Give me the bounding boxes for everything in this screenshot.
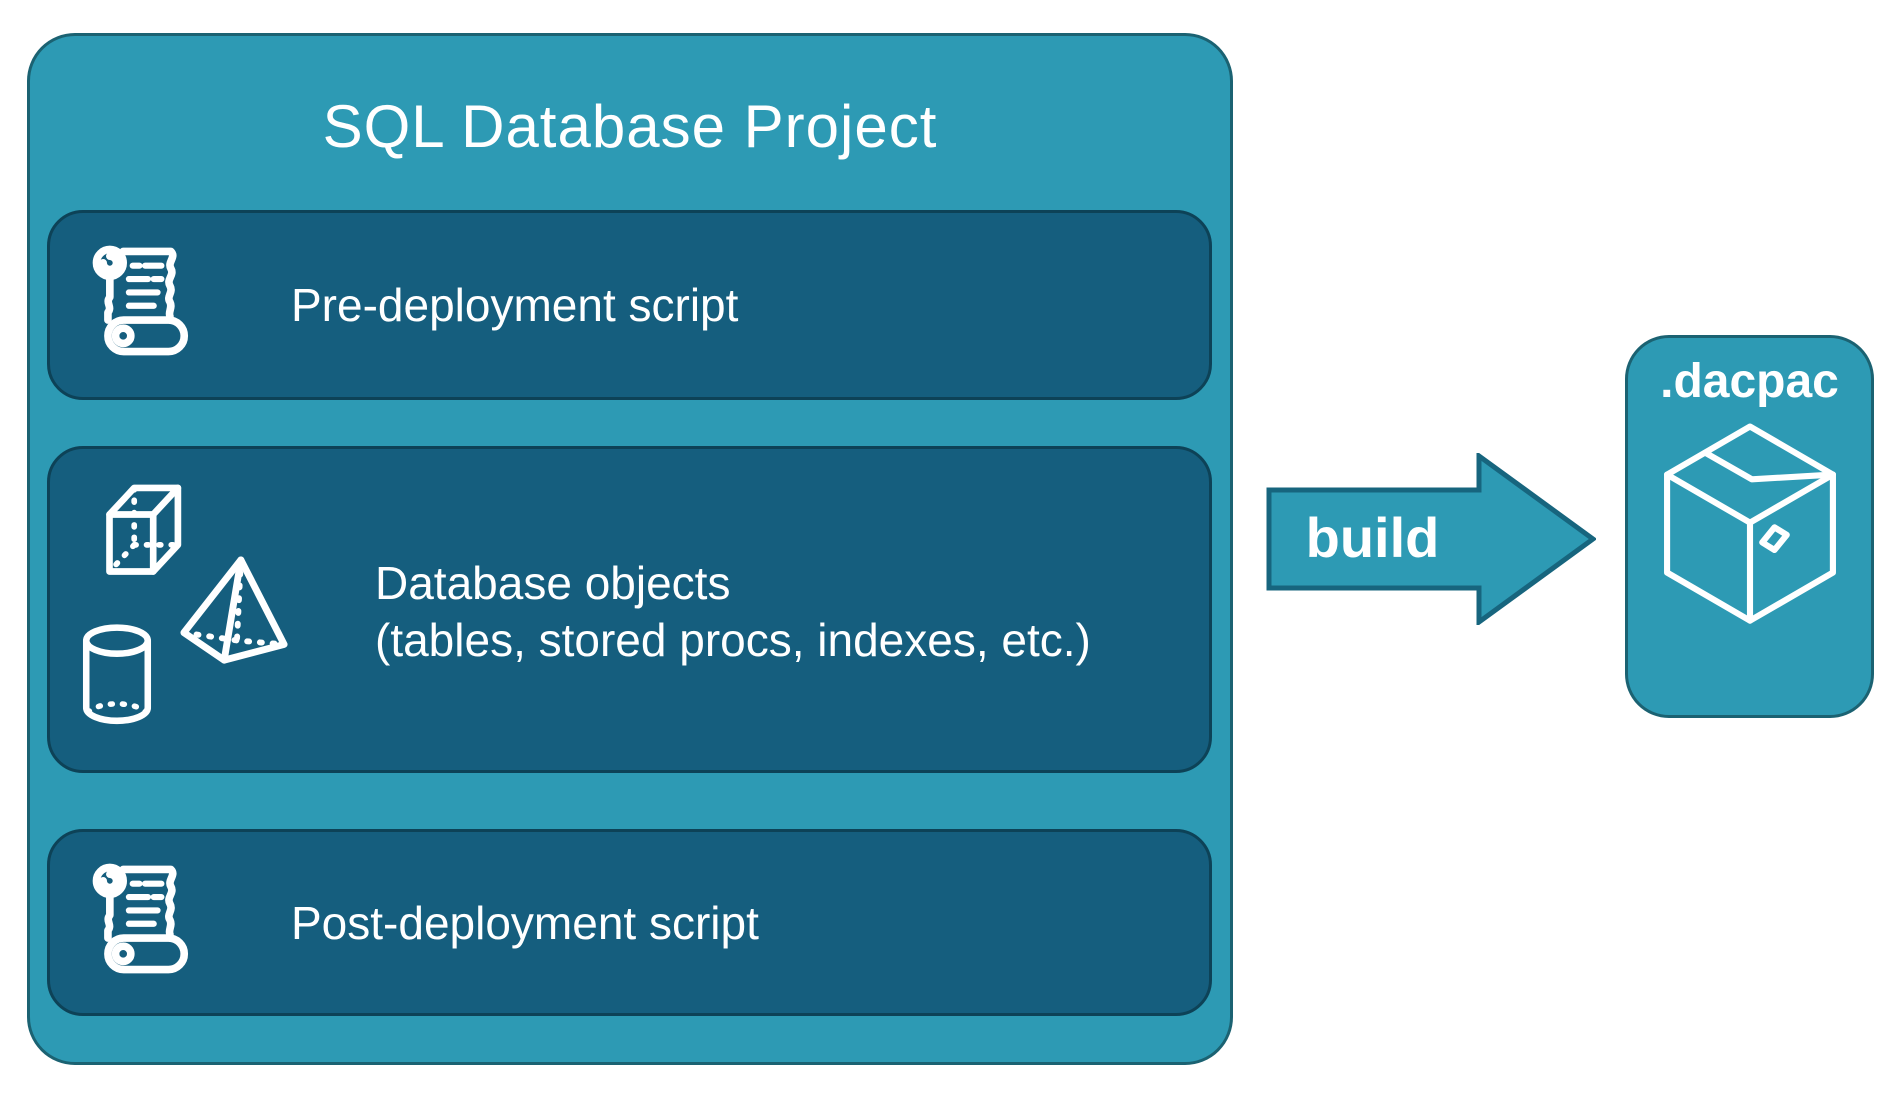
- dacpac-label: .dacpac: [1660, 355, 1839, 408]
- dacpac-box: .dacpac: [1625, 335, 1874, 718]
- scroll-icon: [92, 245, 189, 356]
- build-arrow-icon: [1266, 453, 1596, 625]
- database-objects-line2: (tables, stored procs, indexes, etc.): [375, 614, 1091, 666]
- cube-icon: [106, 484, 182, 575]
- pyramid-icon: [180, 556, 288, 664]
- sql-database-project-container: SQL Database Project Pre-deployment scri…: [27, 33, 1233, 1065]
- post-deployment-label: Post-deployment script: [291, 896, 759, 949]
- database-objects-row: Database objects (tables, stored procs, …: [47, 446, 1212, 773]
- package-icon: [1663, 423, 1836, 624]
- database-objects-label: Database objects (tables, stored procs, …: [375, 555, 1091, 669]
- pre-deployment-row: Pre-deployment script: [47, 210, 1212, 400]
- scroll-icon: [92, 863, 189, 974]
- cylinder-icon: [82, 624, 152, 725]
- post-deployment-row: Post-deployment script: [47, 829, 1212, 1016]
- database-objects-line1: Database objects: [375, 557, 731, 609]
- build-arrow-label: build: [1305, 505, 1440, 569]
- pre-deployment-label: Pre-deployment script: [291, 279, 739, 331]
- diagram-title: SQL Database Project: [322, 93, 938, 160]
